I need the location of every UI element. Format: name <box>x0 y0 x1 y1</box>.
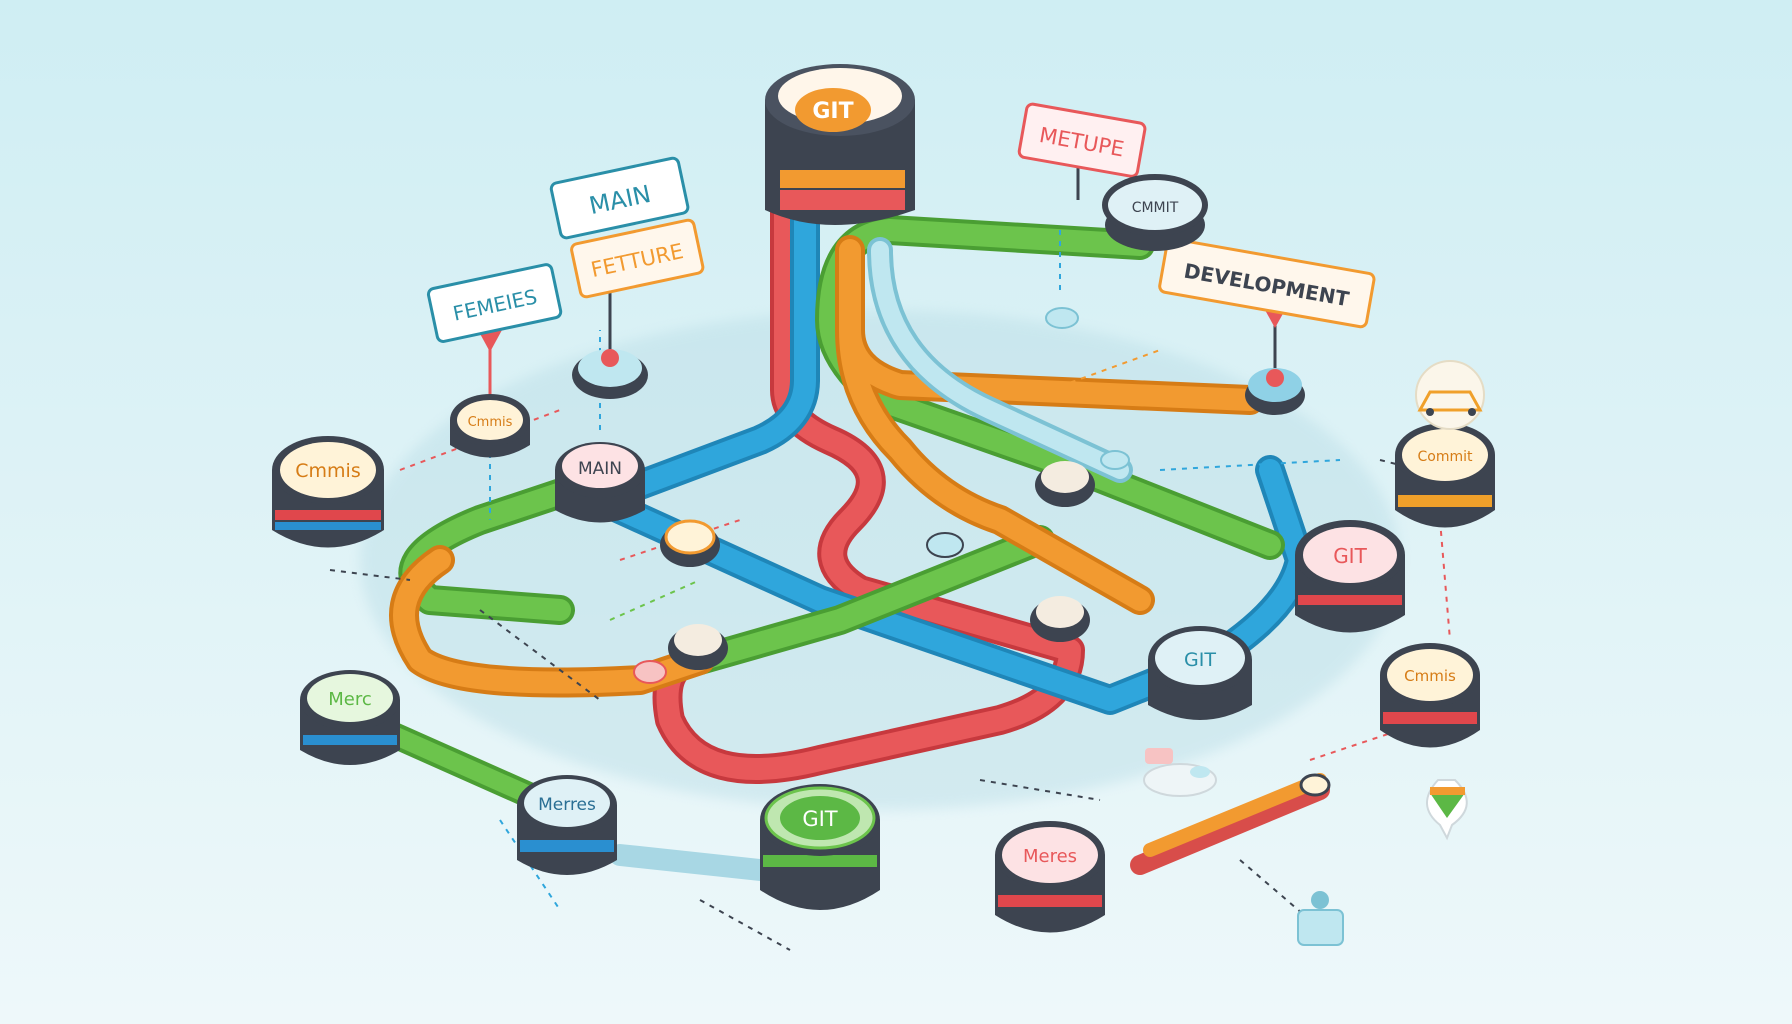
node-merres-label: Merres <box>538 795 596 815</box>
node-git-top-label: GIT <box>812 99 853 124</box>
node-merc-left-label: Merc <box>328 689 372 710</box>
node-merres: Merres <box>517 775 617 875</box>
car-icon <box>1415 360 1485 430</box>
node-cmmis-small-label: Cmmis <box>468 415 513 430</box>
node-git-center-label: GIT <box>1184 649 1216 671</box>
node-meres: Meres <box>995 821 1105 933</box>
node-git-top: GIT <box>765 64 915 225</box>
bottom-tube <box>609 844 771 881</box>
small-device-icon <box>1143 748 1217 797</box>
node-main-center: MAIN <box>555 442 645 523</box>
node-git-right: GIT <box>1295 520 1405 633</box>
flag-femeies: FEMEIES <box>426 263 563 410</box>
node-cmmis-right: Cmmis <box>1380 643 1480 748</box>
map-pin-icon <box>1426 779 1468 841</box>
node-git-right-label: GIT <box>1333 544 1367 568</box>
node-meres-label: Meres <box>1023 846 1077 867</box>
node-cmmis-left-label: Cmmis <box>295 460 360 482</box>
node-main-center-label: MAIN <box>578 459 622 479</box>
flag-metupe: METUPE <box>1017 102 1147 200</box>
dashed-connectors <box>329 230 1461 951</box>
node-git-bottom-label: GIT <box>802 807 837 831</box>
branch-pipes <box>347 175 1330 881</box>
detached-bar <box>1130 780 1330 875</box>
flag-development: DEVELOPMENT <box>1158 237 1376 370</box>
node-commit-right: Commit <box>1395 423 1495 528</box>
pin-markers <box>572 307 1305 415</box>
node-cmmis-small: Cmmis <box>450 394 530 458</box>
node-merc-left: Merc <box>300 670 400 765</box>
cube-icon <box>1297 891 1344 946</box>
node-cmmis-left: Cmmis <box>272 436 384 548</box>
node-commit-right-label: Commit <box>1418 449 1474 465</box>
node-git-center: GIT <box>1148 626 1252 720</box>
flag-fetture: FETTURE <box>570 218 705 299</box>
pipe-joints <box>633 450 1331 797</box>
node-git-bottom: GIT <box>760 784 880 910</box>
node-commit-top: CMMIT <box>1102 174 1208 251</box>
node-cmmis-right-label: Cmmis <box>1404 667 1456 685</box>
node-commit-top-label: CMMIT <box>1132 200 1179 216</box>
